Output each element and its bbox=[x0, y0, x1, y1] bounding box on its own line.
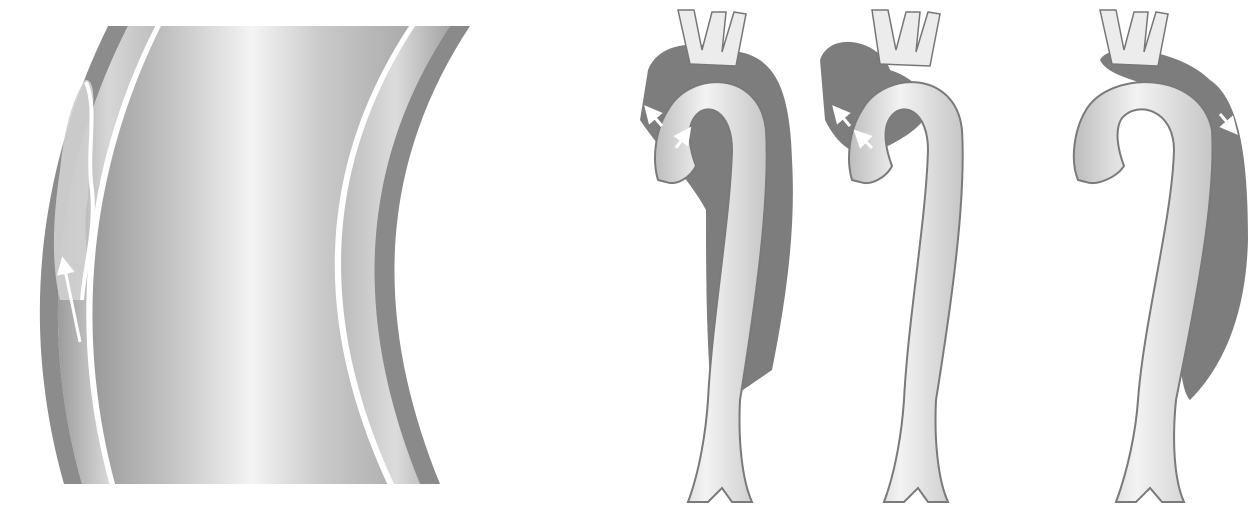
aorta-panel-2 bbox=[820, 10, 963, 502]
aorta-panel-3 bbox=[1074, 10, 1248, 502]
aorta-lumen bbox=[849, 82, 963, 502]
vessel-wall-panel bbox=[40, 26, 470, 484]
supra-aortic-branches bbox=[1100, 10, 1168, 66]
supra-aortic-branches bbox=[678, 10, 746, 66]
aorta-lumen bbox=[1074, 82, 1213, 502]
aorta-panel-1 bbox=[640, 10, 793, 502]
supra-aortic-branches bbox=[872, 10, 940, 66]
